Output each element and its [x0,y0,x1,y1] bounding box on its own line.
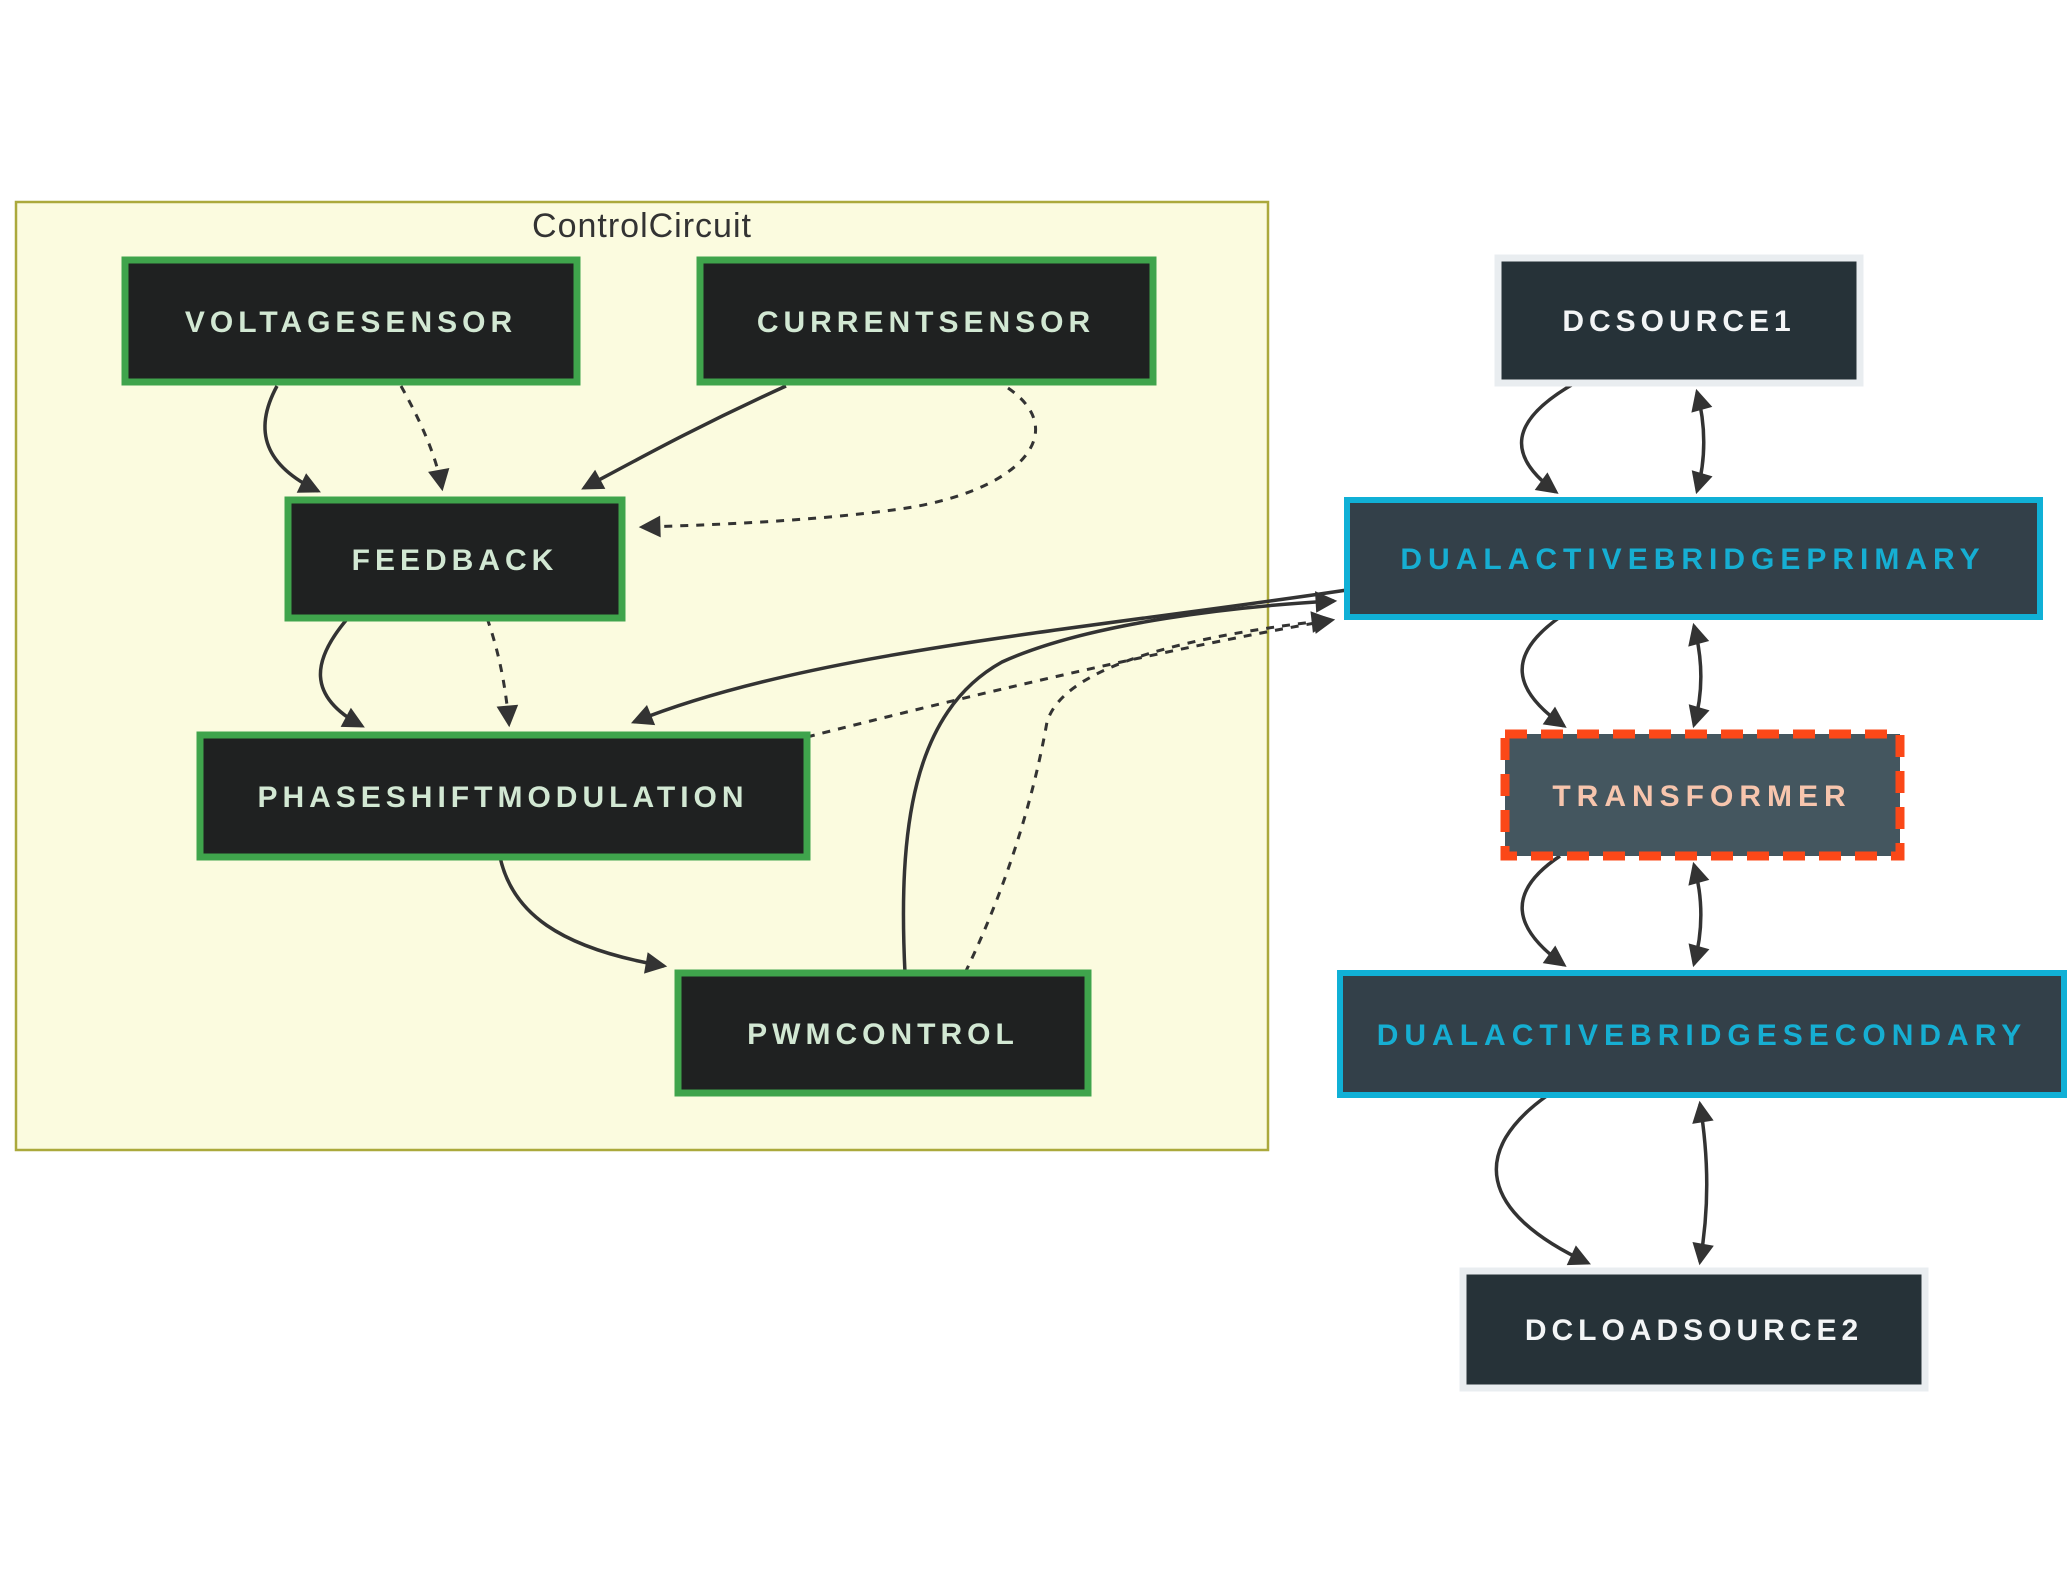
edge-pwmcontrol-dualactivebridgeprimary-solid [901,591,1338,974]
edge-dualactivebridgeprimary-phaseshiftmodulation-solid [630,588,1348,726]
edge-feedback-phaseshiftmodulation-dashed [485,617,519,728]
edge-transformer-dualactivebridgesecondary-bidirectional [1688,861,1710,968]
edges-layer [263,381,1714,1266]
node-dcsource1-label: DCSOURCE1 [1562,305,1795,338]
edge-phaseshiftmodulation-dualactivebridgeprimary-dashed [806,612,1336,739]
node-dcloadsource2: DCLOADSOURCE2 [1459,1267,1929,1392]
node-phaseshiftmodulation-rect [196,731,811,861]
edge-voltagesensor-feedback-solid [263,385,321,493]
edge-dcsource1-dualactivebridgeprimary-solid [1519,381,1576,494]
node-currentsensor-label: CURRENTSENSOR [757,306,1095,339]
edge-dualactivebridgesecondary-dcloadsource2-bidirectional [1692,1100,1714,1266]
edge-dualactivebridgeprimary-transformer-solid [1520,615,1567,728]
node-transformer-label: TRANSFORMER [1552,780,1851,813]
node-pwmcontrol-label: PWMCONTROL [747,1018,1019,1051]
node-transformer: TRANSFORMER [1500,729,1905,861]
edge-dcsource1-dualactivebridgeprimary-bidirectional [1691,388,1713,495]
node-dualactivebridgesecondary-label: DUALACTIVEBRIDGESECONDARY [1377,1019,2028,1052]
node-pwmcontrol: PWMCONTROL [674,969,1092,1097]
subgraph-controlcircuit-title: ControlCircuit [532,207,752,245]
node-dcloadsource2-rect [1459,1267,1929,1392]
node-transformer-rect [1500,729,1905,861]
node-feedback-rect [284,496,626,622]
node-currentsensor: CURRENTSENSOR [696,256,1157,386]
node-currentsensor-rect [696,256,1157,386]
edge-transformer-dualactivebridgesecondary-solid [1520,854,1567,967]
node-feedback-label: FEEDBACK [352,544,559,577]
edge-currentsensor-feedback-solid [581,384,787,490]
node-dualactivebridgesecondary-rect [1337,970,2067,1098]
node-dualactivebridgeprimary-rect [1344,497,2043,620]
edge-pwmcontrol-dualactivebridgeprimary-dashed [963,611,1334,974]
node-dualactivebridgesecondary: DUALACTIVEBRIDGESECONDARY [1337,970,2067,1098]
node-voltagesensor-label: VOLTAGESENSOR [185,306,517,339]
node-dualactivebridgeprimary-label: DUALACTIVEBRIDGEPRIMARY [1400,543,1985,576]
edge-dualactivebridgeprimary-transformer-bidirectional [1688,622,1710,729]
node-dualactivebridgeprimary: DUALACTIVEBRIDGEPRIMARY [1344,497,2043,620]
node-pwmcontrol-rect [674,969,1092,1097]
node-feedback: FEEDBACK [284,496,626,622]
edge-dualactivebridgesecondary-dcloadsource2-solid [1494,1093,1591,1266]
node-phaseshiftmodulation: PHASESHIFTMODULATION [196,731,811,861]
node-dcloadsource2-label: DCLOADSOURCE2 [1525,1314,1863,1347]
node-voltagesensor: VOLTAGESENSOR [121,256,581,386]
node-dcsource1: DCSOURCE1 [1494,254,1864,387]
edge-feedback-phaseshiftmodulation-solid [318,616,365,728]
edge-currentsensor-feedback-dashed [638,386,1038,538]
edge-phaseshiftmodulation-pwmcontrol-solid [498,856,668,974]
edge-voltagesensor-feedback-dashed [399,385,450,492]
node-dcsource1-rect [1494,254,1864,387]
node-voltagesensor-rect [121,256,581,386]
node-phaseshiftmodulation-label: PHASESHIFTMODULATION [257,781,748,814]
